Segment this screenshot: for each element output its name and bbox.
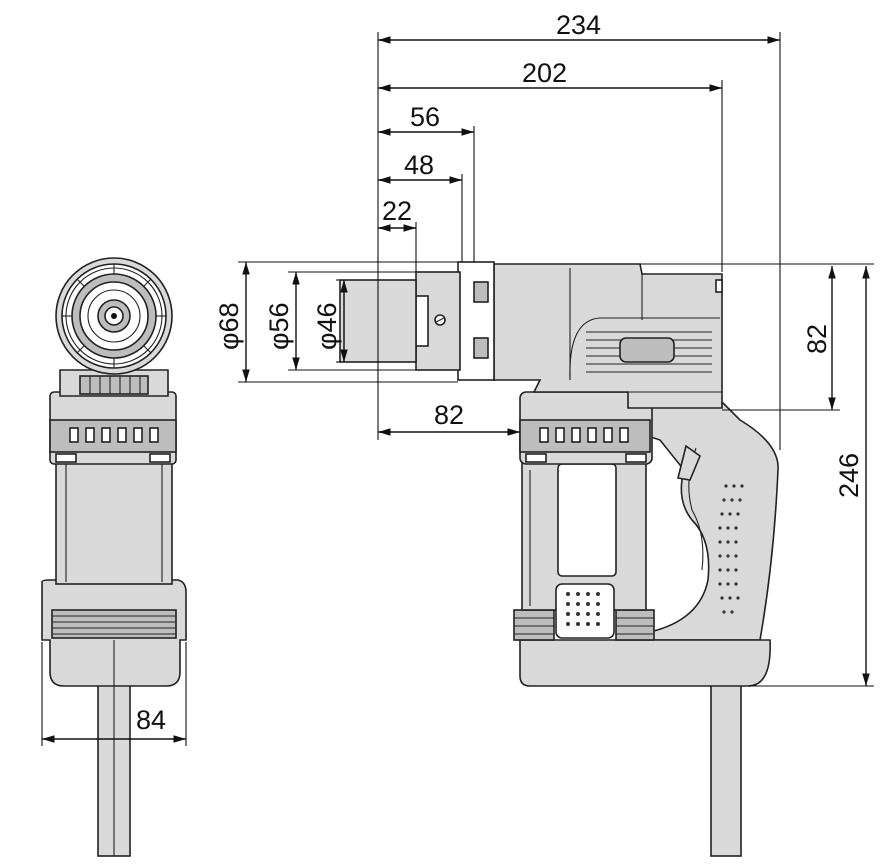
side-grip-dots <box>718 484 744 614</box>
front-view: 84 <box>41 257 187 857</box>
dim-width-84: 84 <box>136 705 166 735</box>
dim-dia-46: φ46 <box>312 302 342 350</box>
dim-dia-56: φ56 <box>264 302 294 350</box>
dim-body-length-202: 202 <box>522 58 567 88</box>
side-view: 234 202 56 48 22 82 φ68 φ56 φ46 82 <box>214 10 874 857</box>
dim-socket-22: 22 <box>382 196 412 226</box>
side-label-plate <box>619 337 675 363</box>
side-base <box>519 639 771 687</box>
side-trigger <box>677 444 701 481</box>
side-gear-head <box>493 263 723 409</box>
side-cable <box>710 683 742 857</box>
side-socket-collar <box>457 261 495 381</box>
side-switch-plate <box>555 583 615 639</box>
dim-overall-length-234: 234 <box>556 10 601 40</box>
dim-overall-height-246: 246 <box>834 453 864 498</box>
side-handle <box>557 387 779 641</box>
dim-socket-48: 48 <box>404 150 434 180</box>
front-motor-body <box>55 459 173 585</box>
dim-socket-56: 56 <box>410 102 440 132</box>
dim-dia-68: φ68 <box>214 302 244 350</box>
dim-offset-82: 82 <box>434 400 464 430</box>
dim-height-82: 82 <box>802 324 832 354</box>
